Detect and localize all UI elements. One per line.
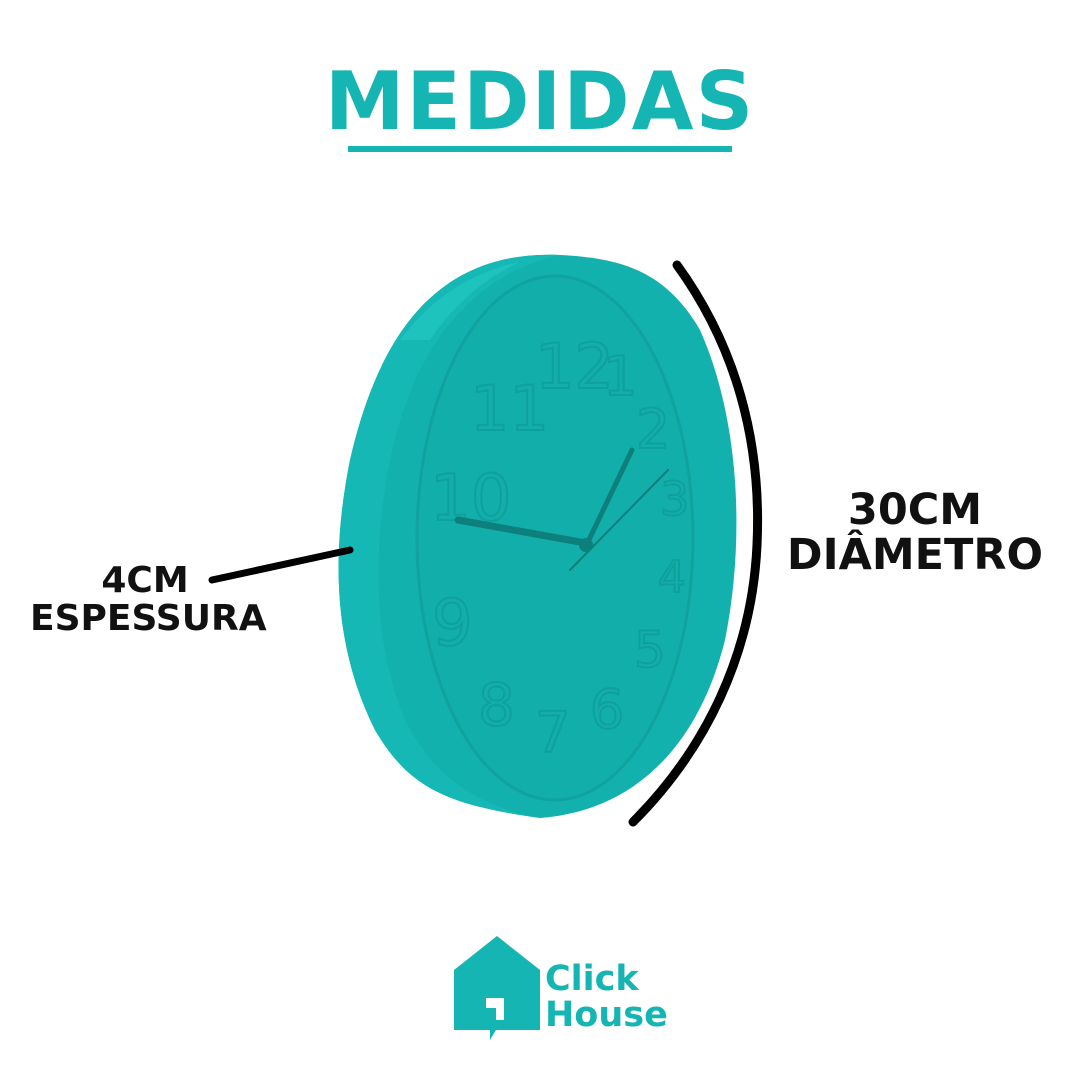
brand-line-1: Click [545, 959, 639, 999]
thickness-pointer [208, 546, 354, 584]
house-icon [454, 936, 540, 1040]
title-underline [348, 146, 732, 152]
clock-hands [454, 447, 669, 571]
page-title: MEDIDAS [324, 55, 756, 148]
numeral-1: 1 [603, 345, 637, 408]
brand-line-2: House [545, 994, 668, 1035]
numeral-8: 8 [478, 671, 515, 739]
brand-name: Click House [545, 959, 668, 1035]
numeral-6: 6 [590, 678, 624, 741]
diameter-caption: DIÂMETRO [786, 530, 1044, 581]
minute-hand [582, 447, 635, 551]
numeral-3: 3 [660, 472, 689, 526]
thickness-label: 4CM ESPESSURA [30, 560, 267, 639]
thickness-value: 4CM [101, 560, 189, 601]
numeral-2: 2 [636, 398, 670, 461]
diameter-value: 30CM [847, 485, 983, 535]
numeral-11: 11 [470, 372, 549, 445]
clock-side-shadow [338, 254, 560, 819]
numeral-7: 7 [535, 701, 571, 766]
clock-rim-highlight [400, 262, 520, 340]
click-house-logo [454, 936, 540, 1040]
numeral-4: 4 [658, 552, 686, 603]
numeral-9: 9 [432, 587, 473, 661]
diameter-arc [628, 260, 763, 827]
thickness-caption: ESPESSURA [30, 597, 267, 639]
hands-pivot [579, 538, 593, 552]
hour-hand [454, 516, 584, 546]
cursor-mark-icon [486, 998, 504, 1020]
diameter-label: 30CM DIÂMETRO [782, 485, 1048, 581]
numeral-12: 12 [535, 330, 614, 403]
second-hand [569, 469, 669, 571]
numeral-5: 5 [634, 621, 666, 679]
